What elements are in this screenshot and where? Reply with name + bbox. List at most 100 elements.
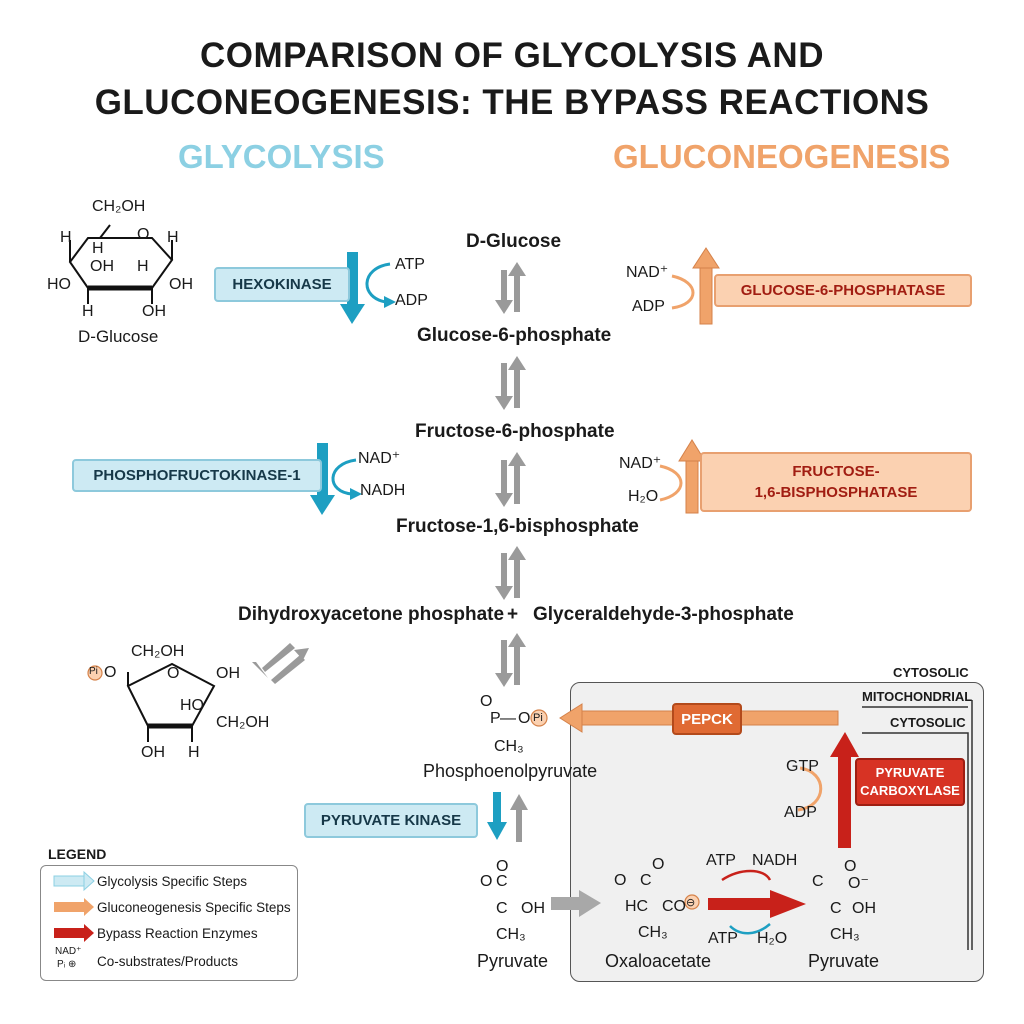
glycolysis-header: GLYCOLYSIS: [178, 138, 385, 175]
mitochondrial-label: MITOCHONDRIAL: [862, 689, 973, 704]
g6pase-cofactor-curve: [671, 274, 695, 310]
metabolite-glucose: D-Glucose: [466, 231, 562, 252]
cofactor-oaa-bottom-left: ATP: [708, 930, 738, 947]
glucose-h4: H: [137, 258, 149, 275]
oaa-ch3: CH₃: [638, 924, 668, 941]
legend-box: Glycolysis Specific Steps Gluconeogenesi…: [40, 865, 298, 981]
enzyme-pfk1: PHOSPHOFRUCTOKINASE-1: [72, 459, 322, 492]
pyr2-ch3: CH₃: [830, 926, 860, 943]
cofactor-oaa-bottom-right: H₂O: [757, 930, 788, 947]
hexokinase-cofactor-curve: [365, 262, 391, 304]
pc-cofactor-curve: [797, 766, 823, 812]
hexokinase-arrow: [340, 252, 365, 324]
cofactor-pfk-in: NAD⁺: [358, 450, 401, 467]
glucose-oh1: OH: [90, 258, 114, 275]
pyr-o: O: [496, 858, 509, 875]
pep-ch3: CH₃: [494, 738, 524, 755]
enzyme-pepck: PEPCK: [672, 703, 742, 735]
oaa-o: O: [652, 856, 665, 873]
cofactor-oaa-top-left: ATP: [706, 852, 736, 869]
pep-o2: O: [518, 710, 531, 727]
enzyme-g6pase: GLUCOSE-6-PHOSPHATASE: [714, 274, 972, 307]
cytosolic-inner-border: [862, 732, 969, 950]
pep-pi: Pi: [533, 712, 543, 724]
pyr2-c2: C: [830, 900, 842, 917]
fructose-ch2oh2: CH₂OH: [216, 714, 270, 731]
fbpase-arrow: [678, 439, 706, 514]
pyruvate-transport-arrow: [551, 890, 601, 917]
fructose-h: H: [188, 744, 200, 761]
g6pase-arrow: [692, 247, 720, 325]
metabolite-f6p: Fructose-6-phosphate: [415, 421, 615, 442]
oaa-minus: ⊖: [686, 897, 696, 909]
pep-phosphate-badge: [530, 709, 548, 727]
enzyme-pyruvate-carboxylase: PYRUVATE CARBOXYLASE: [855, 758, 965, 806]
glucose-oh3: OH: [142, 303, 166, 320]
glucose-structure-label: D-Glucose: [78, 327, 159, 346]
legend-swatches: [53, 870, 95, 942]
reversible-glc-g6p: [495, 262, 526, 314]
metabolite-pyruvate-mito: Pyruvate: [808, 951, 880, 971]
pyr-ch3: CH₃: [496, 926, 526, 943]
cofactor-fbpase-in: NAD⁺: [619, 455, 662, 472]
pyruvate-carboxylase-arrow: [830, 732, 859, 848]
phosphate-badge: [87, 665, 103, 681]
reversible-f6p-f16bp: [495, 452, 526, 507]
metabolite-g6p: Glucose-6-phosphate: [417, 325, 612, 346]
oaa-bottom-curve: [729, 923, 771, 935]
legend-item-cosubstrates: Co-substrates/Products: [97, 954, 239, 969]
pep-o: O: [480, 693, 493, 710]
reversible-g6p-f6p: [495, 356, 526, 410]
oaa-c: C: [640, 872, 652, 889]
gluconeogenesis-header: GLUCONEOGENESIS: [613, 138, 951, 175]
fbpase-cofactor-curve: [659, 464, 683, 502]
pep-dash: —: [500, 710, 516, 727]
glucose-ho: HO: [47, 276, 71, 293]
oaa-o2: O: [614, 872, 627, 889]
fructose-ho: HO: [180, 697, 204, 714]
legend-title: LEGEND: [48, 846, 107, 862]
metabolite-pep: Phosphoenolpyruvate: [423, 761, 598, 781]
glucose-h2: H: [92, 240, 104, 257]
pfk1-cofactor-curve: [331, 458, 357, 496]
oaa-hc: HC: [625, 898, 649, 915]
cofactor-oaa-top-right: NADH: [752, 852, 798, 869]
plus-sign: +: [507, 604, 519, 625]
cofactor-g6pase-in: NAD⁺: [626, 264, 669, 281]
enzyme-fbpase: FRUCTOSE- 1,6-BISPHOSPHATASE: [700, 452, 972, 512]
glucose-h3: H: [167, 229, 179, 246]
oaa-co: CO: [662, 898, 686, 915]
pyruvate-kinase-arrows: [487, 792, 528, 842]
enzyme-pyruvate-kinase: PYRUVATE KINASE: [304, 803, 478, 838]
metabolite-f16bp: Fructose-1,6-bisphosphate: [396, 516, 639, 537]
pyr2-oh: OH: [852, 900, 876, 917]
pfk1-arrow: [310, 443, 335, 515]
cofactor-pc-in: GTP: [786, 758, 819, 775]
legend-cosub-icon-top: NAD⁺: [55, 946, 82, 957]
metabolite-g3p: Glyceraldehyde-3-phosphate: [533, 604, 794, 625]
fructose-ch2oh: CH₂OH: [131, 643, 185, 660]
metabolite-oxaloacetate: Oxaloacetate: [605, 951, 712, 971]
fructose-oh1: OH: [216, 665, 240, 682]
pyr-o2: O: [480, 873, 493, 890]
title-line-1: COMPARISON OF GLYCOLYSIS AND: [200, 36, 824, 75]
glucose-o: O: [137, 226, 150, 243]
pyr2-o: O: [844, 858, 857, 875]
glucose-oh2: OH: [169, 276, 193, 293]
fructose-p: Pi: [89, 666, 98, 677]
title-line-2: GLUCONEOGENESIS: THE BYPASS REACTIONS: [94, 83, 930, 122]
glucose-h5: H: [82, 303, 94, 320]
legend-item-glycolysis: Glycolysis Specific Steps: [97, 874, 248, 889]
legend-cosub-icon-bottom: Pᵢ ⊕: [57, 959, 77, 970]
cofactor-hk-out: ADP: [395, 292, 428, 309]
glucose-h1: H: [60, 229, 72, 246]
legend-item-bypass: Bypass Reaction Enzymes: [97, 926, 258, 941]
glucose-ch2oh: CH₂OH: [92, 198, 146, 215]
fructose-o1: O: [104, 664, 117, 681]
fructose-ring: [126, 662, 216, 742]
oaa-charge-badge: [684, 894, 700, 910]
cofactor-pc-out: ADP: [784, 804, 817, 821]
fructose-oh2: OH: [141, 744, 165, 761]
pyr-c2: C: [496, 900, 508, 917]
